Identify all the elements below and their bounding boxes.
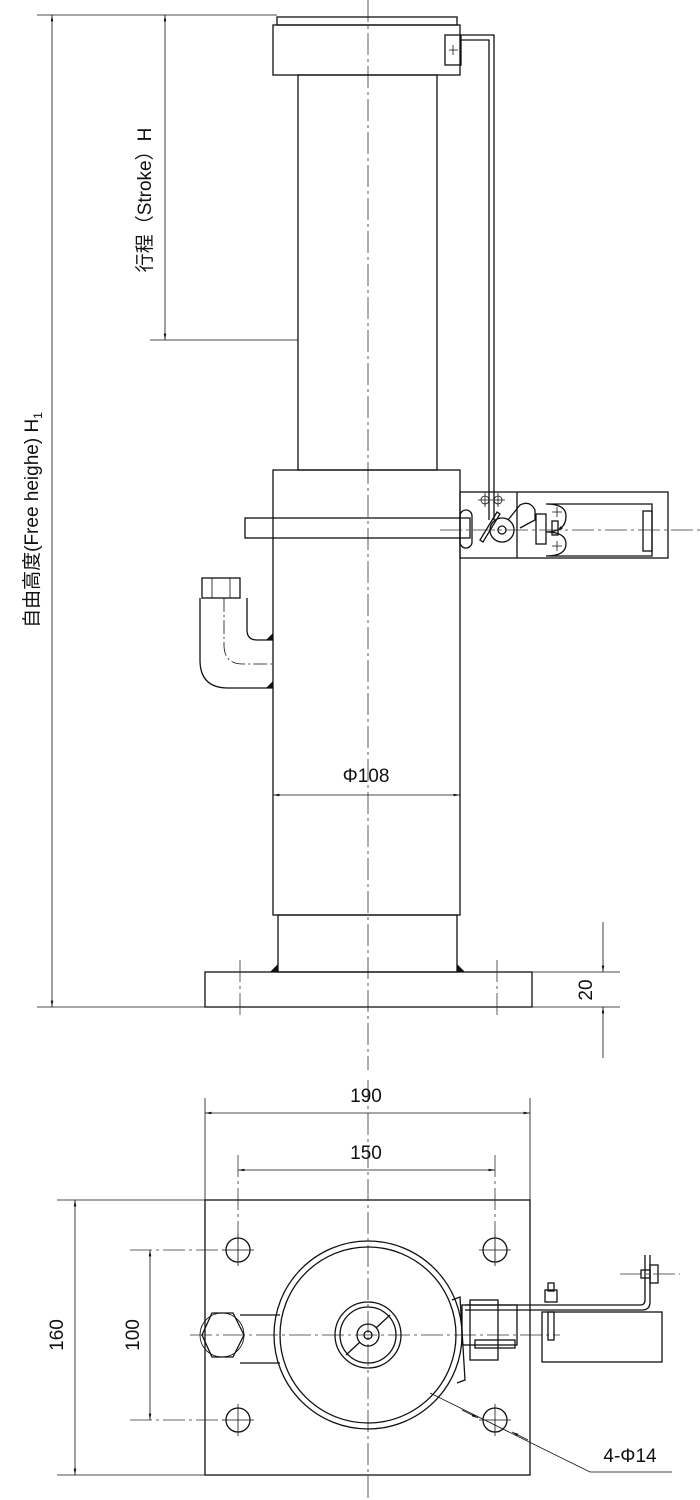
dimension-diameter: Φ108 [273, 766, 460, 797]
mounting-holes [130, 1155, 511, 1436]
front-view: 自由高度(Free heighe) H1 行程（Stroke）H Φ108 20 [21, 0, 700, 1070]
switch-assembly-top [451, 1255, 680, 1384]
clamp-band [244, 517, 471, 539]
stroke-label: 行程（Stroke）H [134, 128, 156, 273]
dimension-hole-spacing-100: 100 [123, 1250, 152, 1420]
dimension-base-thickness: 20 [532, 922, 620, 1058]
base-plate-top [204, 1199, 531, 1476]
switch-plunger-housing [535, 513, 547, 545]
cap-screw-icon [449, 45, 458, 55]
hole-spacing-x-label: 150 [350, 1143, 382, 1164]
diameter-label: Φ108 [343, 766, 390, 787]
depth-label: 160 [47, 1319, 68, 1351]
trip-finger [479, 511, 501, 543]
bottom-neck [277, 914, 458, 973]
cap-limit-bracket [444, 34, 462, 66]
hole-spacing-y-label: 100 [123, 1319, 144, 1351]
holes-label: 4-Φ14 [603, 1446, 657, 1467]
dimension-holes-4xd14: 4-Φ14 [429, 1392, 672, 1473]
base-plate [204, 971, 533, 1008]
width-label: 190 [350, 1086, 382, 1107]
switch-end-cap [642, 510, 653, 552]
cylinder-body [272, 469, 461, 916]
base-thickness-label: 20 [576, 979, 597, 1000]
top-plate [276, 16, 458, 26]
dimension-free-height: 自由高度(Free heighe) H1 [21, 14, 277, 1008]
top-cap [272, 24, 461, 76]
free-height-label: 自由高度(Free heighe) H1 [21, 412, 45, 628]
upper-tube [297, 74, 438, 471]
oil-port-elbow [199, 577, 273, 689]
port-hex-nut [201, 577, 241, 599]
top-view: 190 150 160 100 4-Φ14 [47, 1080, 680, 1500]
oil-port-top [199, 1312, 280, 1364]
dimension-stroke: 行程（Stroke）H [134, 15, 298, 341]
weld-marks [270, 964, 465, 972]
limit-switch-box [459, 491, 669, 559]
dimension-width-190: 190 [204, 1086, 531, 1200]
dimension-depth-160: 160 [47, 1199, 205, 1476]
dimension-hole-spacing-150: 150 [238, 1143, 495, 1172]
roller-lever [507, 502, 536, 529]
screw-icons [552, 507, 562, 551]
trip-rod [461, 34, 495, 520]
